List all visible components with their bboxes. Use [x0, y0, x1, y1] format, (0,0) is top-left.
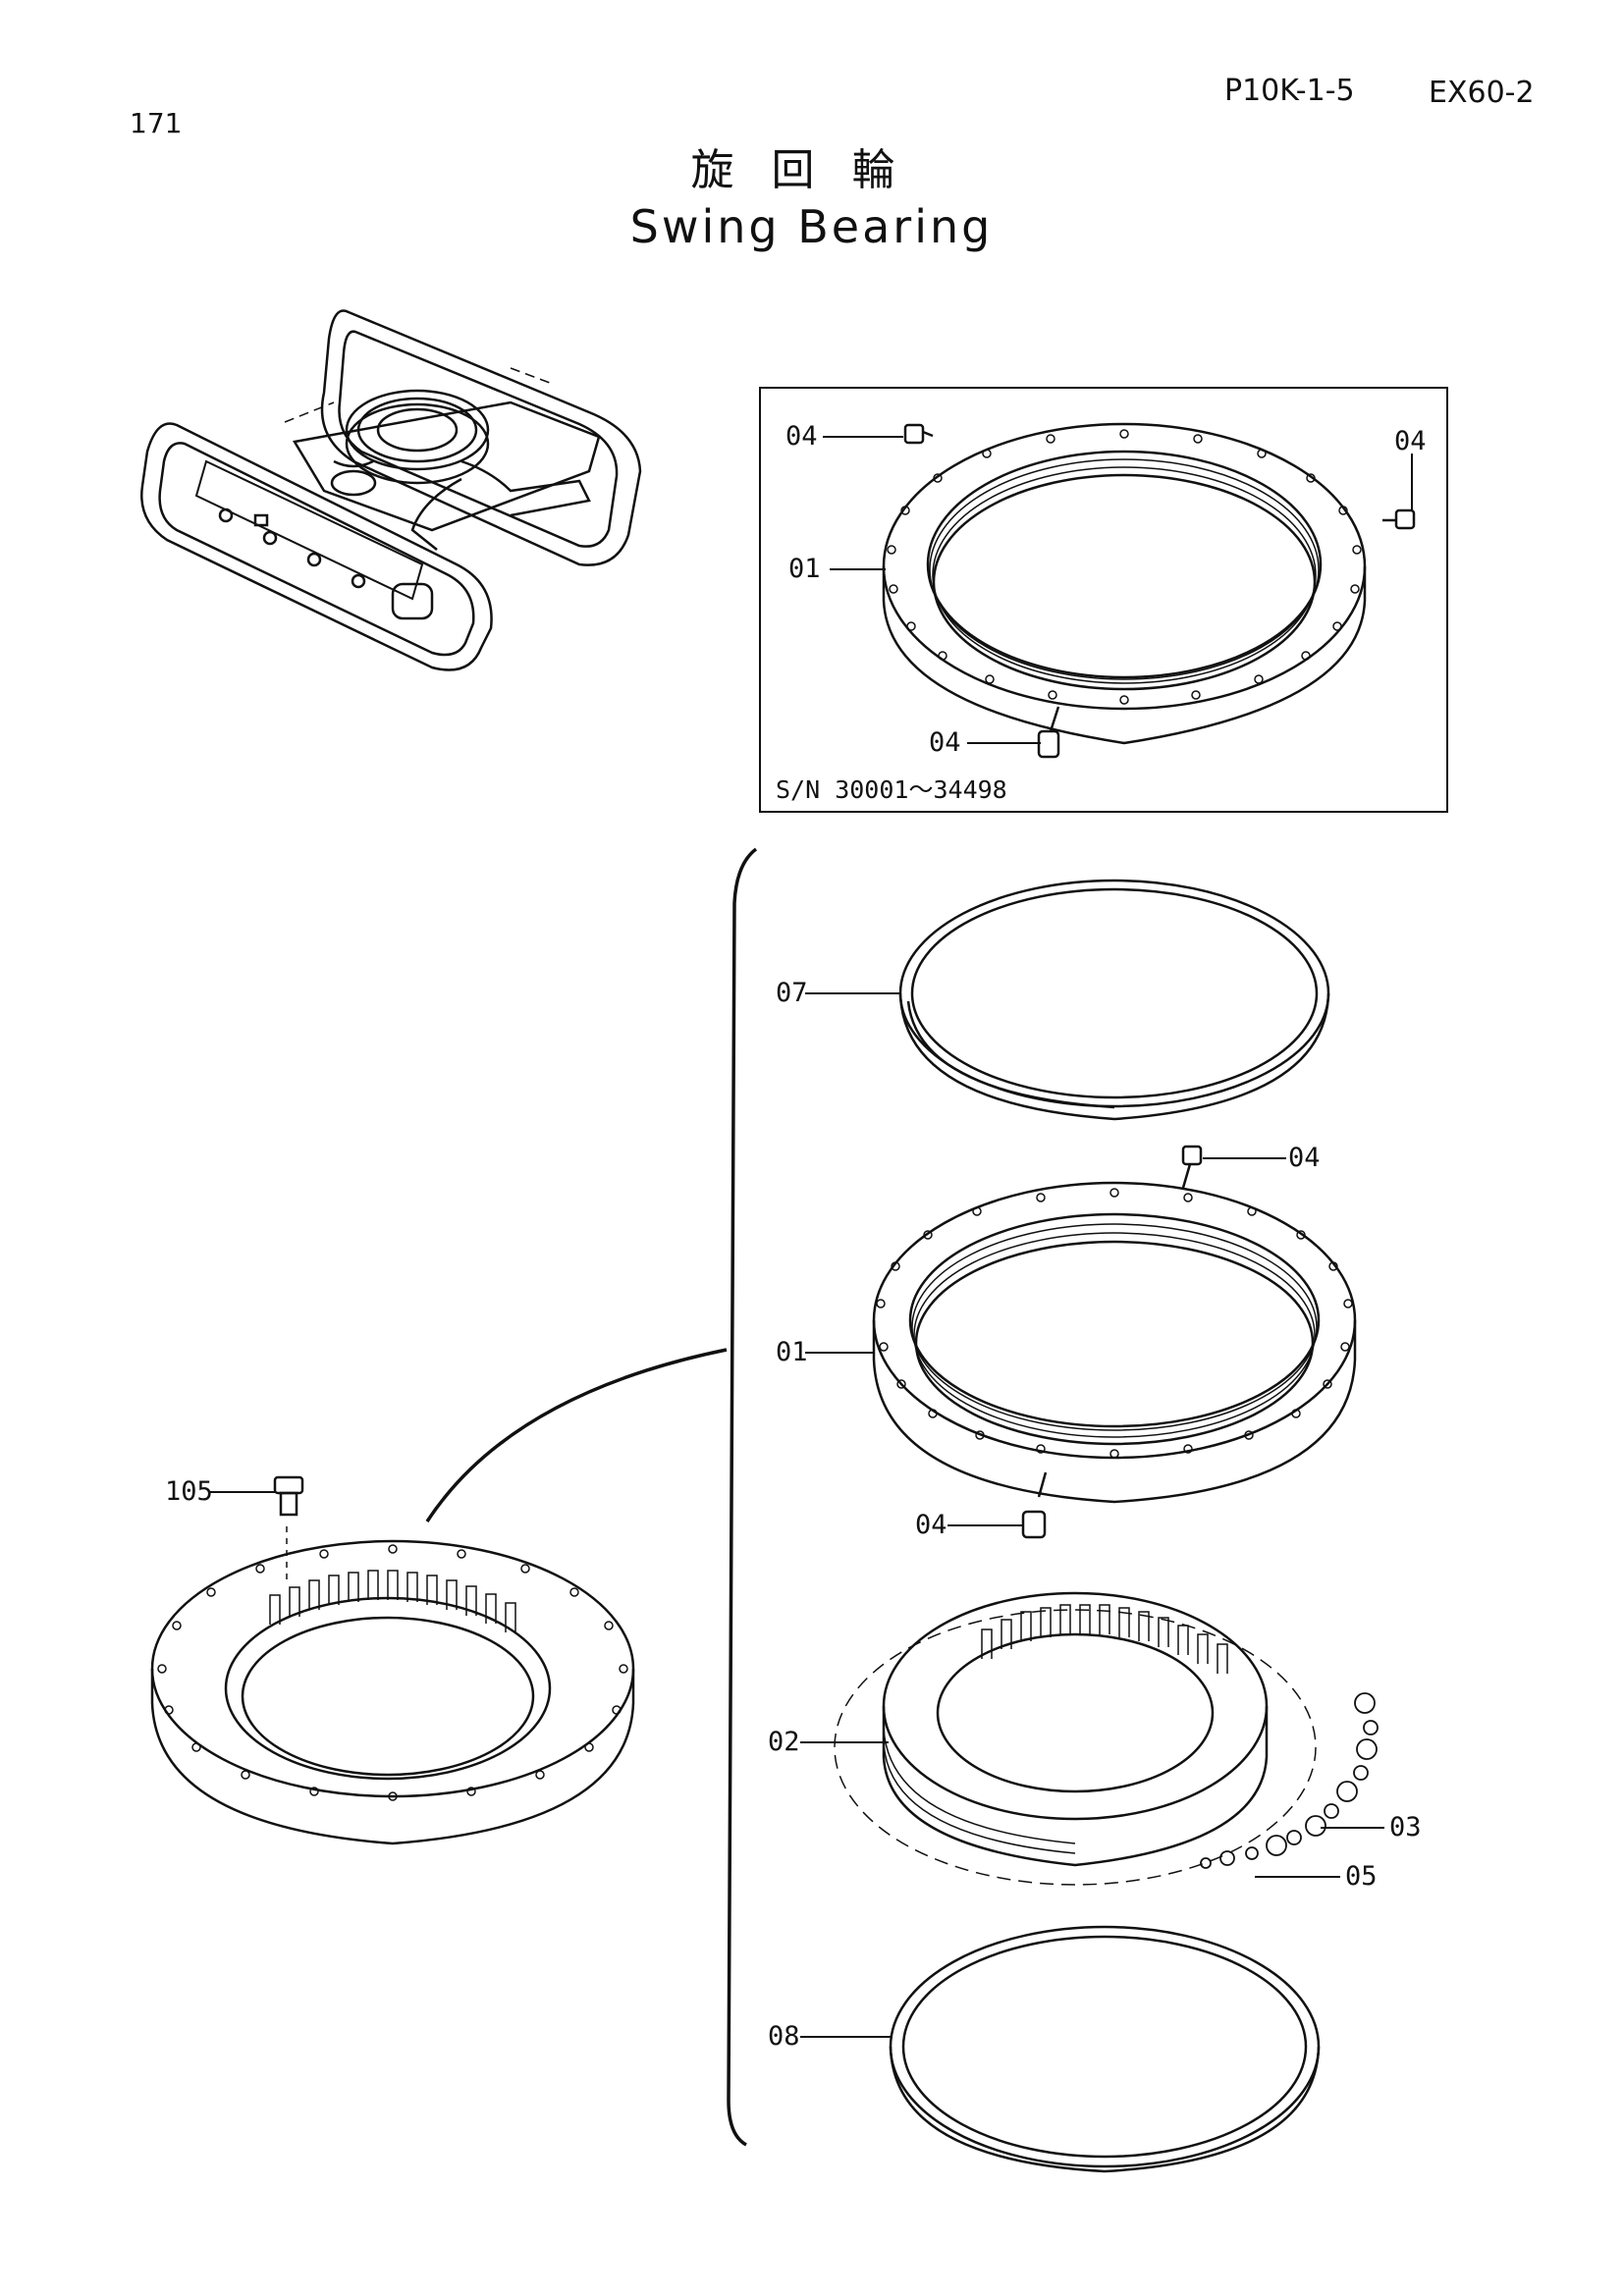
mounted-ring-105	[150, 1475, 635, 1845]
callout-label: 105	[165, 1476, 213, 1507]
reference-code: P10K-1-5	[1224, 74, 1355, 108]
page-title: Swing Bearing	[629, 200, 994, 253]
grease-fitting-icon	[1021, 1471, 1048, 1539]
callout-label: 01	[776, 1337, 808, 1367]
page-number: 171	[130, 107, 183, 139]
model-name: EX60-2	[1429, 76, 1535, 110]
inner-gear-ring-02	[834, 1591, 1379, 1886]
callout-label: 01	[788, 554, 821, 584]
outer-ring-01	[872, 1145, 1357, 1539]
callout-label: 03	[1389, 1812, 1422, 1842]
callout-label: 04	[915, 1510, 947, 1540]
callout-label: 05	[1345, 1861, 1378, 1892]
callout-label: 08	[768, 2021, 800, 2052]
grease-fitting-icon	[1382, 508, 1416, 530]
grease-fitting-icon	[1181, 1145, 1203, 1189]
bolt-icon	[273, 1475, 304, 1517]
undercarriage-illustration	[140, 309, 642, 671]
seal-ring-08	[889, 1925, 1321, 2173]
seal-ring-07	[898, 879, 1330, 1121]
grease-fitting-icon	[1037, 706, 1060, 759]
callout-label: 02	[768, 1727, 800, 1757]
callout-label: 04	[1394, 426, 1427, 456]
bracket-connector	[425, 1348, 728, 1522]
serial-number-range: S/N 30001～34498	[776, 775, 1007, 804]
callout-label: 04	[1288, 1143, 1321, 1173]
grease-fitting-icon	[903, 423, 934, 445]
page-title-jp: 旋回輪	[690, 145, 933, 195]
assembly-bracket	[727, 847, 758, 2147]
inset-frame	[759, 387, 1448, 813]
callout-label: 04	[785, 421, 818, 452]
inset-bearing	[882, 422, 1416, 759]
callout-label: 04	[929, 727, 961, 758]
callout-label: 07	[776, 978, 808, 1008]
